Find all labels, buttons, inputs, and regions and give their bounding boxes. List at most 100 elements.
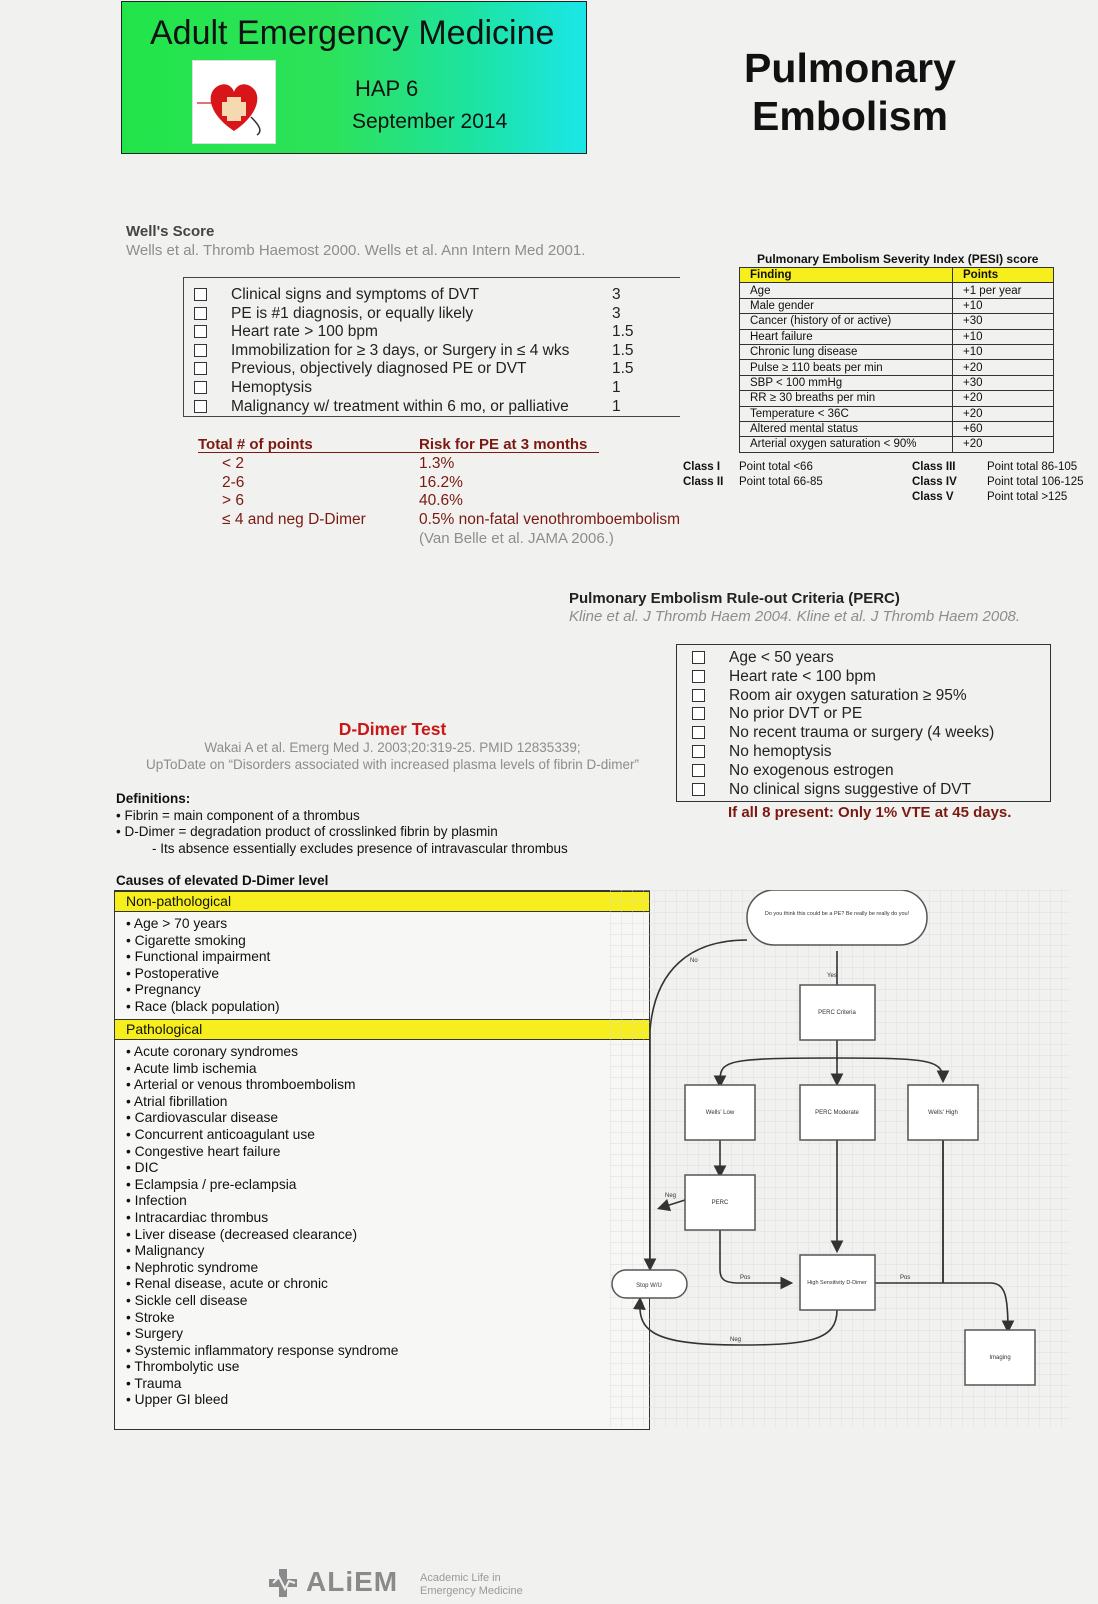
- perc-criterion: Heart rate < 100 bpm: [692, 668, 1042, 686]
- pesi-finding: Arterial oxygen saturation < 90%: [739, 436, 953, 453]
- definitions-heading: Definitions:: [116, 791, 191, 806]
- pesi-row: Cancer (history of or active)+30: [739, 313, 1054, 330]
- checkbox-icon: [692, 707, 705, 721]
- risk-value: 16.2%: [419, 473, 463, 491]
- flowchart-connectors: [632, 939, 1015, 1346]
- risk-total: 2-6: [222, 473, 245, 491]
- wells-criterion-label: Immobilization for ≥ 3 days, or Surgery …: [231, 341, 570, 359]
- perc-criterion: No hemoptysis: [692, 743, 1042, 761]
- cause-item: • Systemic inflammatory response syndrom…: [126, 1342, 399, 1358]
- risk-value: 1.3%: [419, 455, 455, 472]
- pesi-points: +20: [952, 405, 1054, 422]
- pesi-points: +10: [952, 328, 1054, 345]
- perc-criterion-label: Heart rate < 100 bpm: [729, 667, 876, 685]
- pesi-col-finding: Finding: [739, 266, 953, 284]
- pesi-row: Chronic lung disease+10: [739, 343, 1054, 361]
- pesi-finding: SBP < 100 mmHg: [739, 374, 953, 392]
- cause-item: • Nephrotic syndrome: [126, 1259, 259, 1275]
- pesi-class-name: Class III: [912, 461, 956, 473]
- pesi-class-range: Point total <66: [739, 461, 813, 473]
- wells-criterion-points: 1: [612, 397, 621, 415]
- checkbox-icon: [692, 726, 705, 740]
- cause-item: • Malignancy: [126, 1243, 205, 1259]
- definition-ddimer: • D-Dimer = degradation product of cross…: [116, 824, 498, 839]
- pesi-class-name: Class I: [683, 461, 721, 473]
- ddimer-title: D-Dimer Test: [338, 719, 447, 739]
- checkbox-icon: [194, 288, 207, 301]
- perc-criterion-label: Room air oxygen saturation ≥ 95%: [729, 686, 967, 704]
- heart-logo-icon: [192, 60, 276, 144]
- node-perc: PERC: [684, 1174, 756, 1231]
- pesi-finding: Age: [739, 282, 953, 299]
- checkbox-icon: [194, 381, 207, 394]
- node-wells-high-text: Wells' High: [928, 1110, 958, 1116]
- edge-label-pos-2: Pos: [900, 1275, 910, 1281]
- wells-criterion-label: Previous, objectively diagnosed PE or DV…: [231, 360, 527, 378]
- cause-item: • Infection: [126, 1193, 187, 1209]
- wells-criterion-label: Heart rate > 100 bpm: [231, 323, 378, 341]
- aliem-tagline: Academic Life in Emergency Medicine: [420, 1572, 540, 1598]
- cause-item: • Atrial fibrillation: [126, 1093, 228, 1109]
- pesi-row: Age+1 per year: [739, 282, 1054, 299]
- cause-item: • Concurrent anticoagulant use: [126, 1126, 315, 1142]
- hap-code: HAP 6: [355, 76, 419, 101]
- checkbox-icon: [692, 651, 705, 664]
- causes-heading: Causes of elevated D-Dimer level: [116, 873, 329, 888]
- cause-item: • Stroke: [126, 1309, 175, 1325]
- title-line-2: Embolism: [752, 93, 948, 139]
- cause-item: • Renal disease, acute or chronic: [126, 1276, 328, 1292]
- perc-heading: Pulmonary Embolism Rule-out Criteria (PE…: [569, 590, 900, 607]
- pesi-row: Male gender+10: [739, 297, 1054, 315]
- causes-box: Non-pathological • Age > 70 years• Cigar…: [114, 890, 650, 1430]
- divider: [198, 452, 599, 453]
- perc-footer: If all 8 present: Only 1% VTE at 45 days…: [728, 804, 1012, 821]
- pesi-points: +20: [952, 390, 1054, 407]
- pesi-finding: Chronic lung disease: [739, 343, 953, 361]
- perc-criterion-label: No recent trauma or surgery (4 weeks): [729, 724, 995, 742]
- edge-label-neg: Neg: [665, 1193, 676, 1199]
- pesi-finding: Altered mental status: [739, 420, 953, 438]
- pesi-row: Heart failure+10: [739, 328, 1054, 345]
- pesi-row: Arterial oxygen saturation < 90%+20: [739, 436, 1054, 453]
- perc-criterion: Room air oxygen saturation ≥ 95%: [692, 687, 1042, 705]
- aliem-tagline-2: Emergency Medicine: [420, 1585, 523, 1597]
- pesi-points: +1 per year: [952, 282, 1054, 299]
- edge-label-pos: Pos: [740, 1275, 750, 1281]
- aliem-tagline-1: Academic Life in: [420, 1572, 501, 1584]
- wells-criterion-points: 1.5: [612, 360, 634, 378]
- cause-item: • Acute coronary syndromes: [126, 1044, 299, 1059]
- pesi-row: Temperature < 36C+20: [739, 405, 1054, 422]
- pesi-class-range: Point total >125: [987, 491, 1068, 503]
- pesi-points: +20: [952, 359, 1054, 376]
- node-imaging: Imaging: [964, 1329, 1036, 1386]
- cause-item: • Surgery: [126, 1326, 183, 1342]
- cause-item: • Arterial or venous thromboembolism: [126, 1077, 356, 1093]
- pesi-header-row: Finding Points: [739, 266, 1054, 284]
- checkbox-icon: [692, 763, 705, 777]
- pesi-title: Pulmonary Embolism Severity Index (PESI)…: [757, 252, 1039, 266]
- node-perc-criteria: PERC Criteria: [799, 984, 876, 1041]
- edge-label-yes: Yes: [827, 973, 837, 979]
- node-wells-low: Wells' Low: [684, 1084, 756, 1141]
- pesi-class-name: Class IV: [912, 476, 957, 488]
- cause-item: • Liver disease (decreased clearance): [126, 1226, 358, 1242]
- wells-criterion-label: Malignancy w/ treatment within 6 mo, or …: [231, 397, 569, 415]
- perc-criterion-label: No clinical signs suggestive of DVT: [729, 780, 972, 798]
- checkbox-icon: [692, 669, 705, 683]
- cause-item: • DIC: [126, 1160, 159, 1176]
- cause-item: • Thrombolytic use: [126, 1359, 240, 1375]
- definitions: Definitions: • Fibrin = main component o…: [116, 791, 568, 857]
- definition-fibrin: • Fibrin = main component of a thrombus: [116, 807, 360, 823]
- node-start: Do you think this could be a PE? Be real…: [746, 889, 928, 946]
- nonpath-list: • Age > 70 years• Cigarette smoking• Fun…: [126, 916, 280, 1016]
- checkbox-icon: [194, 306, 207, 320]
- cause-item: • Upper GI bleed: [126, 1392, 229, 1408]
- header-box: Adult Emergency Medicine HAP 6 September…: [121, 1, 587, 154]
- pesi-points: +60: [952, 420, 1054, 438]
- edge-label-no: No: [690, 958, 698, 964]
- risk-total: > 6: [222, 492, 244, 510]
- pesi-finding: Pulse ≥ 110 beats per min: [739, 359, 953, 376]
